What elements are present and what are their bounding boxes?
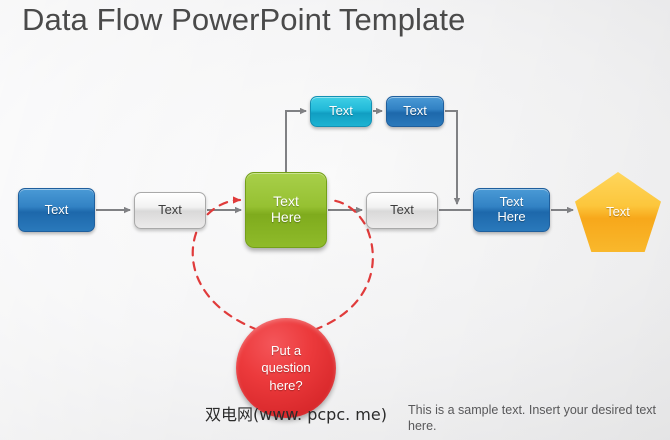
connector-question-to-green-left xyxy=(191,196,260,332)
connector-green-to-cyan xyxy=(285,107,307,172)
node-green-center[interactable]: Text Here xyxy=(245,172,327,248)
node-question-circle[interactable]: Put a question here? xyxy=(236,318,336,418)
page-title: Data Flow PowerPoint Template xyxy=(22,2,466,37)
node-grey-1-label: Text xyxy=(158,202,182,218)
node-grey-2[interactable]: Text xyxy=(366,192,438,229)
connector-bluetop-to-blueend xyxy=(445,110,461,205)
node-cyan-top-label: Text xyxy=(329,103,353,119)
node-blue-top-label: Text xyxy=(403,103,427,119)
node-question-label: Put a question here? xyxy=(261,342,311,393)
node-pentagon-label: Text xyxy=(606,203,630,219)
node-green-center-label: Text Here xyxy=(270,193,302,225)
node-cyan-top[interactable]: Text xyxy=(310,96,372,127)
node-grey-1[interactable]: Text xyxy=(134,192,206,229)
node-pentagon[interactable]: Text xyxy=(575,172,661,252)
sample-text: This is a sample text. Insert your desir… xyxy=(408,403,657,433)
node-blue-top[interactable]: Text xyxy=(386,96,444,127)
node-grey-2-label: Text xyxy=(390,202,414,218)
node-blue-start[interactable]: Text xyxy=(18,188,95,232)
node-blue-start-label: Text xyxy=(44,201,69,217)
watermark-text: 双电网(www. pcpc. me) xyxy=(205,405,387,424)
node-blue-end[interactable]: Text Here xyxy=(473,188,550,232)
node-blue-end-label: Text Here xyxy=(497,194,526,224)
